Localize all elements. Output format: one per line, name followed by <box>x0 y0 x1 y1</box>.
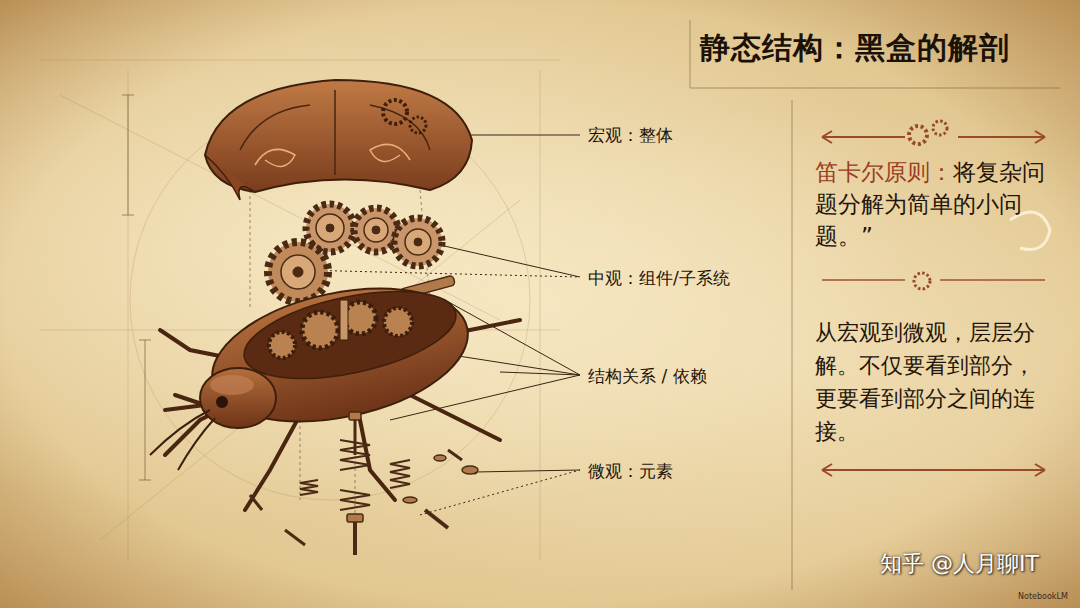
callout-label: 结构关系 / 依赖 <box>588 365 707 387</box>
callout-label: 中观：组件/子系统 <box>588 267 730 289</box>
note-text: 从宏观到微观，层层分解。不仅要看到部分，更要看到部分之间的连接。 <box>815 316 1047 448</box>
watermark: NotebookLM <box>1018 592 1068 602</box>
principle-quote: 笛卡尔原则：将复杂问题分解为简单的小问题。” <box>815 156 1057 253</box>
principle-name: 笛卡尔原则： <box>815 159 953 185</box>
callout-label: 宏观：整体 <box>588 124 673 146</box>
page-title: 静态结构：黑盒的解剖 <box>700 28 1010 69</box>
callout-label: 微观：元素 <box>588 460 673 482</box>
watermark: 知乎 @人月聊IT <box>880 550 1039 579</box>
